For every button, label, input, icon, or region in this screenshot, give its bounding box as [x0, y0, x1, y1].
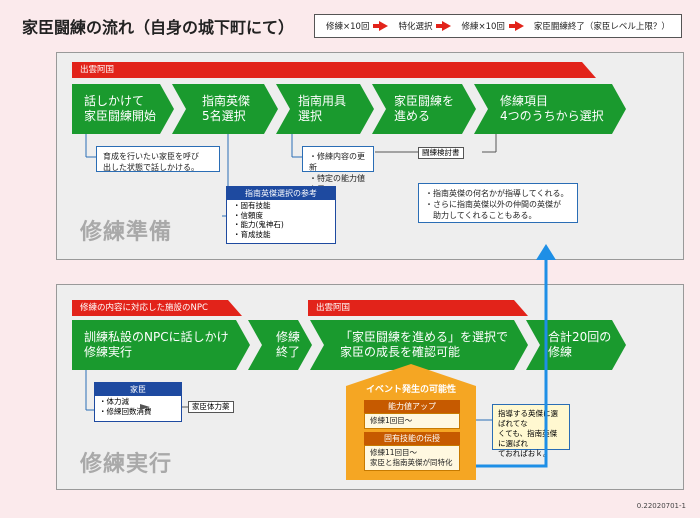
prep-chevron-3: 指南用具 選択	[276, 84, 396, 134]
ref-item: ・信頼度	[233, 210, 263, 220]
chev-line1: 指南英傑	[202, 94, 251, 108]
event-box-1: 能力値アップ 修練1回目～	[364, 400, 460, 429]
note-line: 指導する英傑に選ばれてな	[498, 409, 558, 428]
note-line: 助力してくれることもある。	[425, 211, 537, 220]
chev-line2: 4つのうちから選択	[500, 109, 604, 123]
note-line: ・さらに指南英傑以外の仲間の英傑が	[425, 200, 561, 209]
chevron-shape	[526, 320, 626, 370]
exec-red-bar-right: 出雲阿国	[308, 300, 528, 316]
exec-red-bar-left: 修練の内容に対応した施設のNPC	[72, 300, 242, 316]
chevron-shape	[72, 84, 174, 134]
chev-line2: 修練	[548, 345, 573, 359]
exec-note-yellow: 指導する英傑に選ばれてな くても、指南英傑に選ばれ ておればおｋ。	[492, 404, 570, 458]
ref-item: ・固有技能	[233, 201, 271, 210]
event1-text: 修練1回目～	[364, 413, 460, 429]
note-line: くても、指南英傑に選ばれ	[498, 429, 558, 448]
chevron-shape	[372, 84, 476, 134]
note-line: ておればおｋ。	[498, 449, 551, 458]
note-line: ・指南英傑の何名かが指導してくれる。	[425, 189, 569, 198]
chevron-shape	[72, 320, 250, 370]
chev-line2: 家臣の成長を確認可能	[340, 345, 461, 359]
legend-step1: 修練×10回	[326, 22, 370, 32]
exec-watermark: 修練実行	[80, 452, 173, 477]
chevron-shape	[310, 320, 528, 370]
exec-chevron-4: 合計20回の 修練	[526, 320, 648, 370]
chev-line1: 家臣闘練を	[394, 94, 455, 108]
chev-line1: 修練	[276, 330, 301, 344]
event2-heading: 固有技能の伝授	[364, 432, 460, 445]
chev-line2: 選択	[298, 109, 323, 123]
arrow-right-icon	[436, 21, 452, 31]
chev-line1: 「家臣闘練を進める」を選択で	[340, 330, 509, 344]
vassal-item: ・体力減	[99, 397, 129, 406]
ref-heading: 指南英傑選択の参考	[227, 187, 335, 200]
prep-chevron-2: 指南英傑 5名選択	[172, 84, 308, 134]
exec-chevron-2: 修練 終了	[248, 320, 340, 370]
prep-chevron-5: 修練項目 4つのうちから選択	[474, 84, 652, 134]
chevron-shape	[172, 84, 278, 134]
ref-item: ・育成技能	[233, 229, 271, 239]
prep-chevron-4: 家臣闘練を 進める	[372, 84, 498, 134]
chev-line2: 修練実行	[84, 345, 133, 359]
arrow-right-icon	[508, 21, 524, 31]
prep-watermark: 修練準備	[80, 220, 173, 245]
prep-note-talk: 育成を行いたい家臣を呼び 出した状態で話しかける。	[96, 146, 220, 172]
event2-line: 修練11回目～	[370, 448, 418, 457]
plan-book-tag: 闘練検討書	[418, 147, 464, 159]
exec-chevron-3: 「家臣闘練を進める」を選択で 家臣の成長を確認可能	[310, 320, 558, 370]
prep-chevron-1: 話しかけて 家臣闘練開始	[72, 84, 186, 134]
ref-box: 指南英傑選択の参考 ・固有技能 ・信頼度 ・能力(鬼神石) ・育成技能	[226, 186, 336, 244]
exec-chevron-1: 訓練私設のNPCに話しかけ 修練実行	[72, 320, 262, 370]
note-line: 出した状態で話しかける。	[103, 163, 199, 172]
chev-line1: 合計20回の	[548, 330, 612, 344]
chev-line1: 指南用具	[298, 94, 347, 108]
event2-line: 家臣と指南英傑が同特化	[370, 458, 453, 467]
chevron-shape	[474, 84, 626, 134]
flow-legend: 修練×10回 特化選択 修練×10回 家臣闘練終了（家臣レベル上限？）	[314, 14, 682, 38]
prep-note-help: ・指南英傑の何名かが指導してくれる。 ・さらに指南英傑以外の仲間の英傑が 助力し…	[418, 183, 578, 223]
footer-version: 0.22020701-1	[636, 502, 686, 510]
chev-line2: 5名選択	[202, 109, 246, 123]
ref-item: ・能力(鬼神石)	[233, 220, 284, 229]
note-line: ・修練内容の更新	[309, 152, 365, 172]
event-box-2: 固有技能の伝授 修練11回目～ 家臣と指南英傑が同特化	[364, 432, 460, 471]
chevron-shape	[248, 320, 312, 370]
vassal-box: 家臣 ・体力減 ・修練回数消費	[94, 382, 182, 422]
prep-red-bar: 出雲阿国	[72, 62, 596, 78]
event-heading: イベント発生の可能性	[365, 385, 456, 395]
event1-heading: 能力値アップ	[364, 400, 460, 413]
chev-line1: 修練項目	[500, 94, 549, 108]
arrow-right-icon	[373, 21, 389, 31]
vassal-heading: 家臣	[95, 383, 181, 396]
chev-line2: 家臣闘練開始	[84, 109, 157, 123]
event2-text: 修練11回目～ 家臣と指南英傑が同特化	[364, 445, 460, 471]
legend-step3: 修練×10回	[461, 22, 505, 32]
note-line: 育成を行いたい家臣を呼び	[103, 152, 199, 161]
chev-line1: 話しかけて	[84, 94, 145, 108]
chevron-shape	[276, 84, 374, 134]
hp-potion-tag: 家臣体力薬	[188, 401, 234, 413]
chev-line1: 訓練私設のNPCに話しかけ	[84, 330, 229, 344]
legend-step4: 家臣闘練終了（家臣レベル上限？）	[533, 22, 670, 32]
legend-step2: 特化選択	[398, 22, 433, 32]
vassal-item: ・修練回数消費	[99, 407, 152, 416]
chev-line2: 進める	[394, 109, 431, 123]
page-title: 家臣闘練の流れ（自身の城下町にて）	[22, 18, 295, 37]
chev-line2: 終了	[276, 345, 301, 359]
